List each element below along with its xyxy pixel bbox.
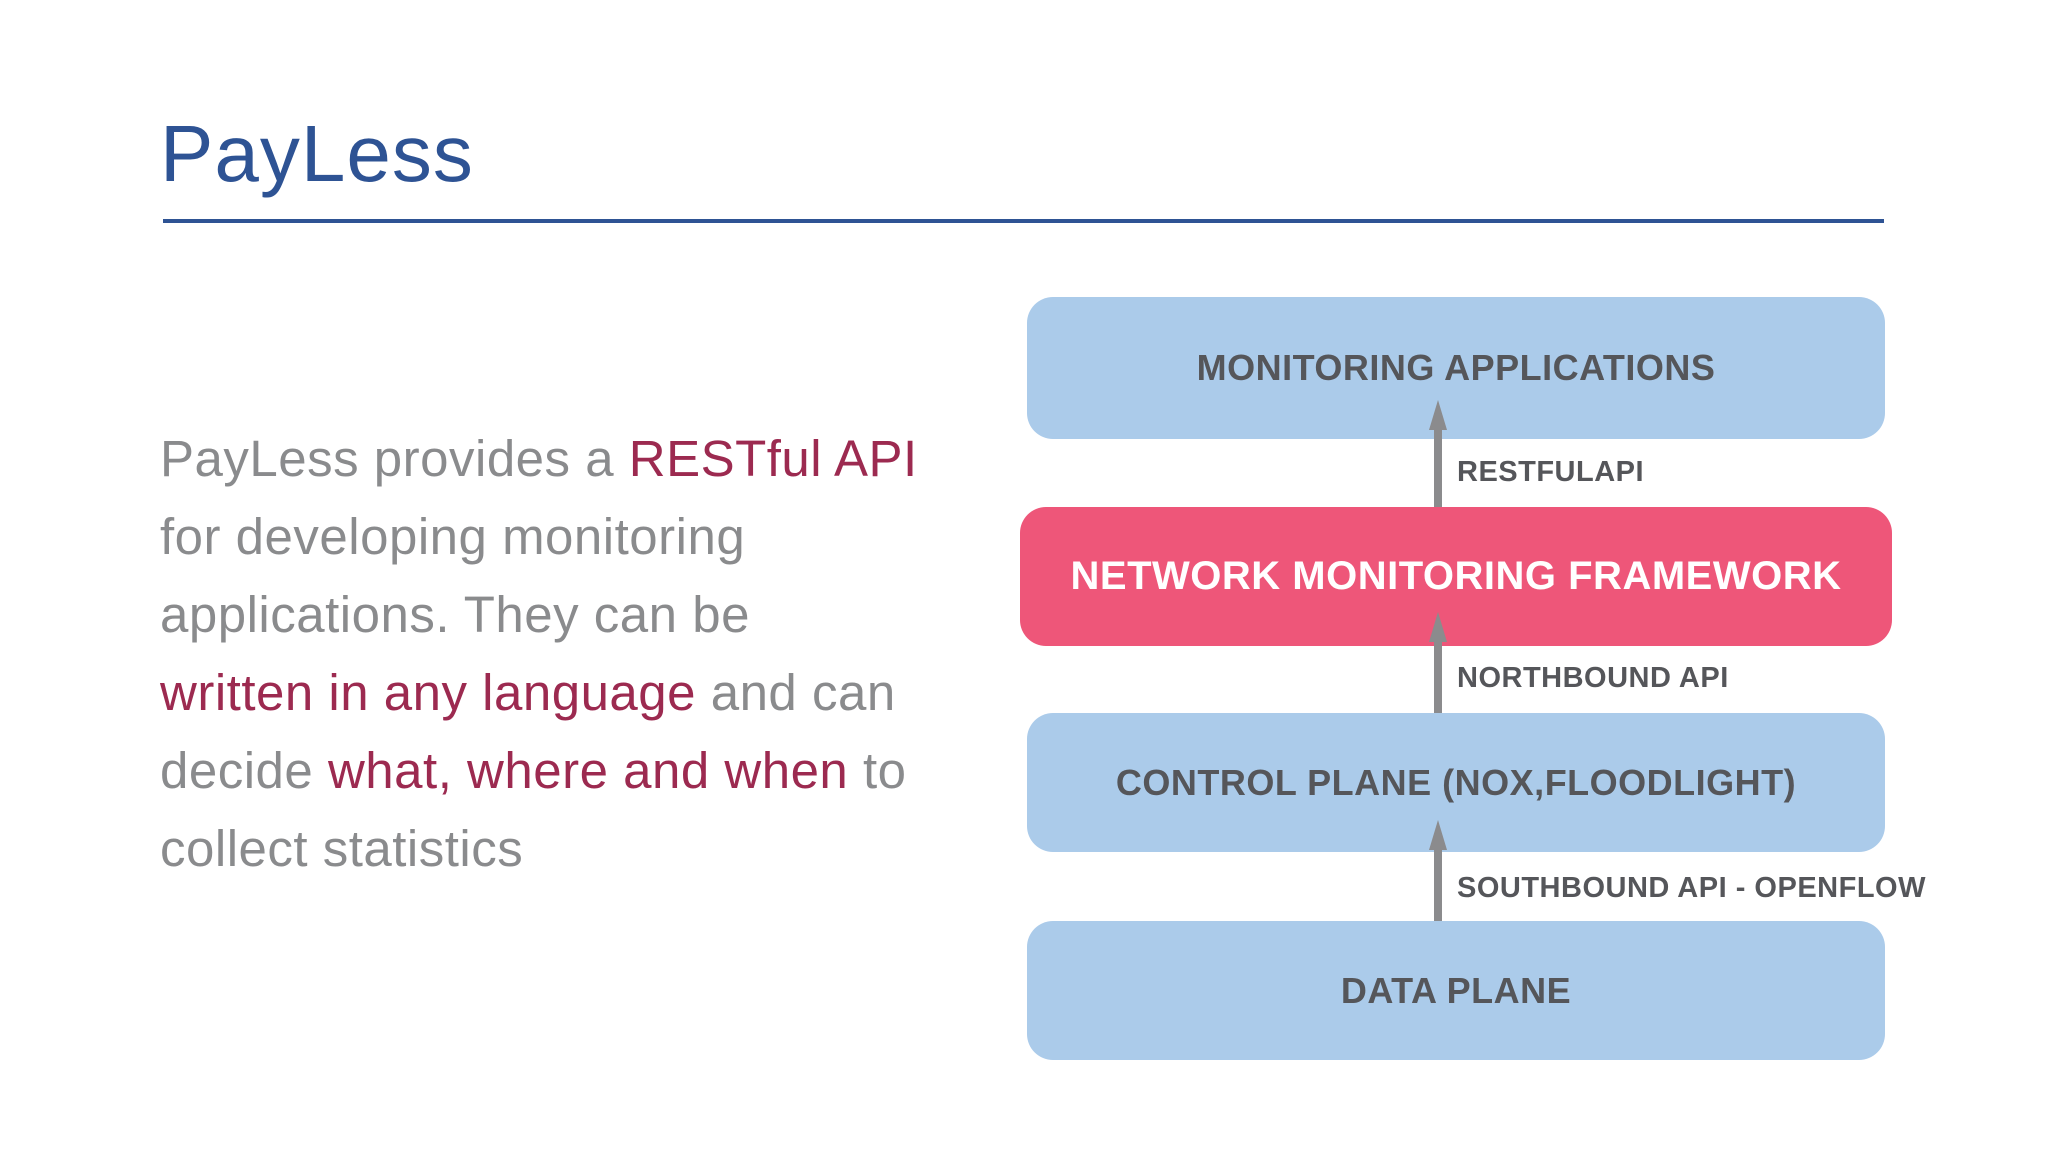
layer-data-plane: DATA PLANE — [1027, 921, 1885, 1060]
page-title: PayLess — [160, 109, 474, 198]
arrow-head-up — [1429, 400, 1447, 430]
layer-monitoring-applications: MONITORING APPLICATIONS — [1027, 297, 1885, 439]
body-line: collect statistics — [160, 810, 1020, 888]
link-label-northbound-api: NORTHBOUND API — [1457, 662, 1729, 694]
body-text-segment: to — [848, 742, 907, 799]
body-line: written in any language and can — [160, 654, 1020, 732]
layer-control-plane: CONTROL PLANE (NOX,FLOODLIGHT) — [1027, 713, 1885, 852]
body-line: applications. They can be — [160, 576, 1020, 654]
body-line: for developing monitoring — [160, 498, 1020, 576]
body-text-highlight: RESTful API — [628, 430, 918, 487]
body-text-segment: applications. They can be — [160, 586, 750, 643]
arrow-shaft — [1434, 846, 1442, 930]
title-underline — [163, 219, 1884, 223]
body-text-highlight: what, where and when — [327, 742, 849, 799]
layer-label: MONITORING APPLICATIONS — [1196, 347, 1716, 388]
link-label-restful-api: RESTFULAPI — [1457, 456, 1645, 488]
body-paragraph: PayLess provides a RESTful API for devel… — [160, 420, 1020, 888]
link-label-southbound-api: SOUTHBOUND API - OPENFLOW — [1457, 872, 1926, 904]
layer-network-monitoring-framework: NETWORK MONITORING FRAMEWORK — [1020, 507, 1892, 646]
body-text-segment: PayLess provides a — [160, 430, 629, 487]
layer-label: NETWORK MONITORING FRAMEWORK — [1070, 554, 1842, 598]
body-text-segment: collect statistics — [160, 820, 524, 877]
body-text-segment: for developing monitoring — [160, 508, 746, 565]
body-line: PayLess provides a RESTful API — [160, 420, 1020, 498]
arrow-shaft — [1434, 638, 1442, 722]
body-text-segment: and can — [696, 664, 896, 721]
arrow-head-up — [1429, 820, 1447, 850]
layer-label: CONTROL PLANE (NOX,FLOODLIGHT) — [1115, 761, 1797, 803]
arrow-shaft — [1434, 426, 1442, 514]
body-text-highlight: written in any language — [160, 664, 697, 721]
body-line: decide what, where and when to — [160, 732, 1020, 810]
body-text-segment: decide — [160, 742, 328, 799]
layer-label: DATA PLANE — [1340, 969, 1572, 1011]
arrow-head-up — [1429, 612, 1447, 642]
